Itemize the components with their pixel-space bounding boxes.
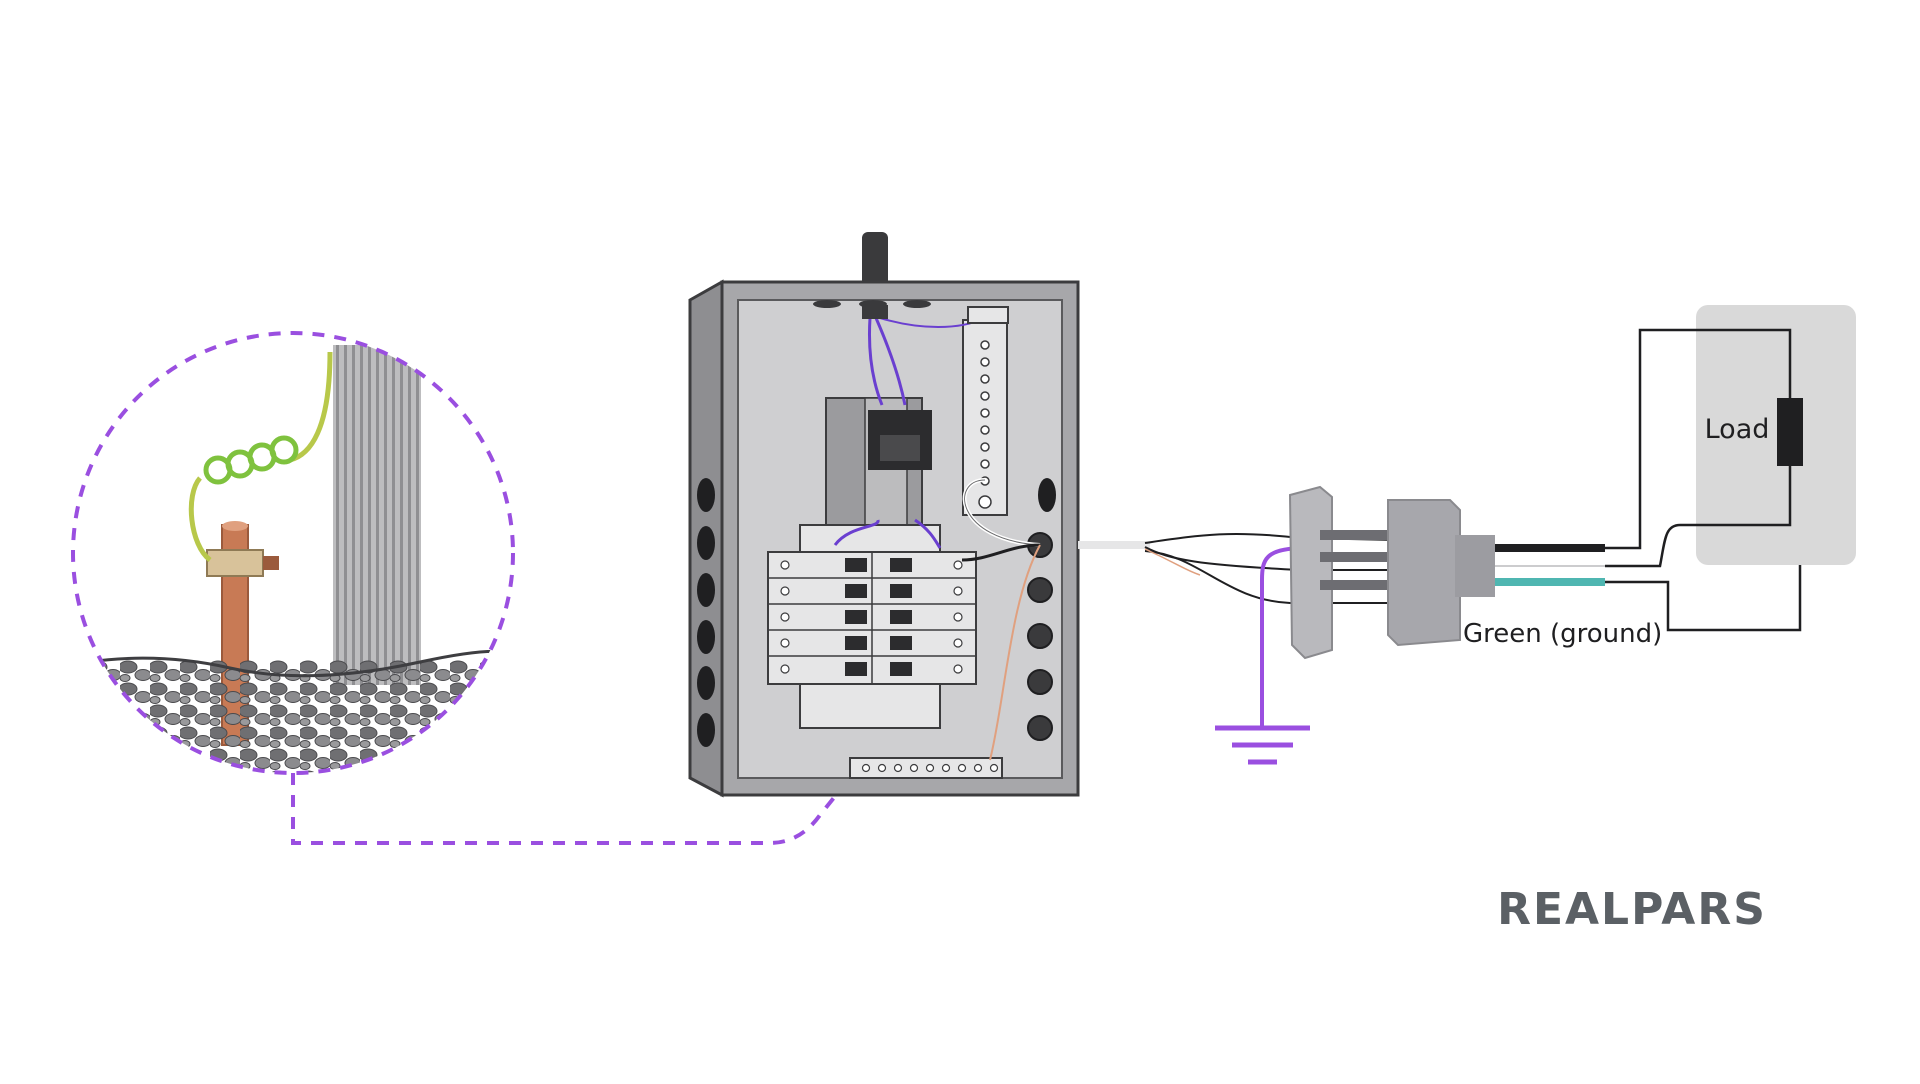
grounding-electrode-conductor <box>291 766 860 845</box>
callout-circle <box>71 331 515 775</box>
load-device: Load <box>1696 305 1856 565</box>
breaker-panel-icon <box>688 232 1080 798</box>
receptacle-plug-icon <box>1288 485 1605 660</box>
panel-wiring <box>833 317 1041 761</box>
ground-wire <box>289 351 333 463</box>
load-resistor-icon <box>1777 398 1803 466</box>
side-knockouts <box>697 478 715 747</box>
load-label: Load <box>1705 414 1770 445</box>
water-pipe <box>333 345 421 685</box>
load-wiring <box>1605 328 1802 632</box>
ground-clamp <box>206 549 264 577</box>
load-box <box>1696 305 1856 565</box>
ground-wire-label: Green (ground) <box>1463 619 1662 649</box>
ground-rod-callout <box>71 331 515 775</box>
ground-wire-coil <box>203 435 299 485</box>
brand-logo: REALPARS <box>1497 884 1767 935</box>
soil-gravel <box>73 660 513 773</box>
branch-circuit-cable <box>1078 532 1401 604</box>
branch-breakers <box>767 551 977 685</box>
wall-receptacle <box>1288 485 1333 660</box>
plug-body <box>1387 499 1461 647</box>
